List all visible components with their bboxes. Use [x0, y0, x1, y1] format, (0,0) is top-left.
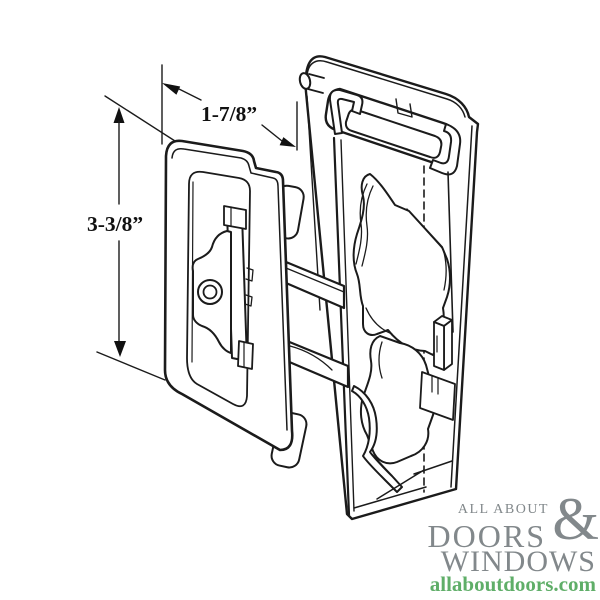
- channel-right-edge-inner: [450, 125, 473, 488]
- channel-bottom-edges: [353, 460, 453, 509]
- website-link[interactable]: allaboutdoors.com: [429, 572, 596, 596]
- dimension-arrow-up: [113, 107, 125, 123]
- tube-inner-hole: [344, 108, 443, 159]
- right-fold-line: [447, 171, 454, 333]
- pivot-hole-inner: [202, 284, 218, 300]
- plate-rim-line: [171, 147, 288, 431]
- dimension-annotations: 1-7/8” 3-3/8”: [87, 64, 298, 381]
- latch-bottom-tab: [237, 340, 254, 370]
- width-dimension-label: 1-7/8”: [201, 102, 257, 126]
- dimension-arrow-right: [279, 137, 296, 147]
- channel-top-edge-inner: [306, 60, 466, 118]
- height-dimension-label: 3-3/8”: [87, 212, 143, 236]
- width-dimension: 1-7/8”: [161, 64, 298, 151]
- tube-top-notch: [395, 98, 413, 118]
- dimension-arrow-left: [162, 83, 181, 95]
- keeper-plate-lower: [419, 371, 456, 421]
- logo-line-windows: WINDOWS: [440, 545, 596, 578]
- logo-line-all-about: ALL ABOUT: [457, 502, 549, 517]
- latch-channel-section: [298, 55, 480, 521]
- pivot-hole-outer: [197, 279, 223, 305]
- pivot-pin: [298, 72, 325, 94]
- spring-hook: [351, 385, 403, 493]
- extension-line-bottom-diagonal: [96, 351, 166, 381]
- logo-ampersand: &: [552, 486, 599, 552]
- flange-left-edge-outer: [332, 136, 351, 517]
- logo-line-doors: DOORS: [427, 518, 546, 554]
- latch-top-tab: [223, 205, 247, 230]
- tube-right-clip: [429, 123, 462, 176]
- latch-keeper-bar: [433, 315, 453, 371]
- latch-lever: [191, 205, 254, 370]
- strike-cutout-upper: [352, 173, 451, 356]
- handle-plate: [163, 139, 308, 469]
- dimension-arrow-down: [114, 341, 126, 357]
- flange-left-edge-inner: [340, 139, 355, 512]
- company-logo: & ALL ABOUT DOORS WINDOWS allaboutdoors.…: [410, 489, 599, 596]
- tube-left-clip: [328, 88, 364, 135]
- height-dimension: 3-3/8”: [87, 95, 176, 381]
- tube-cross-section: [324, 87, 462, 176]
- extension-line-top-diagonal: [104, 95, 176, 142]
